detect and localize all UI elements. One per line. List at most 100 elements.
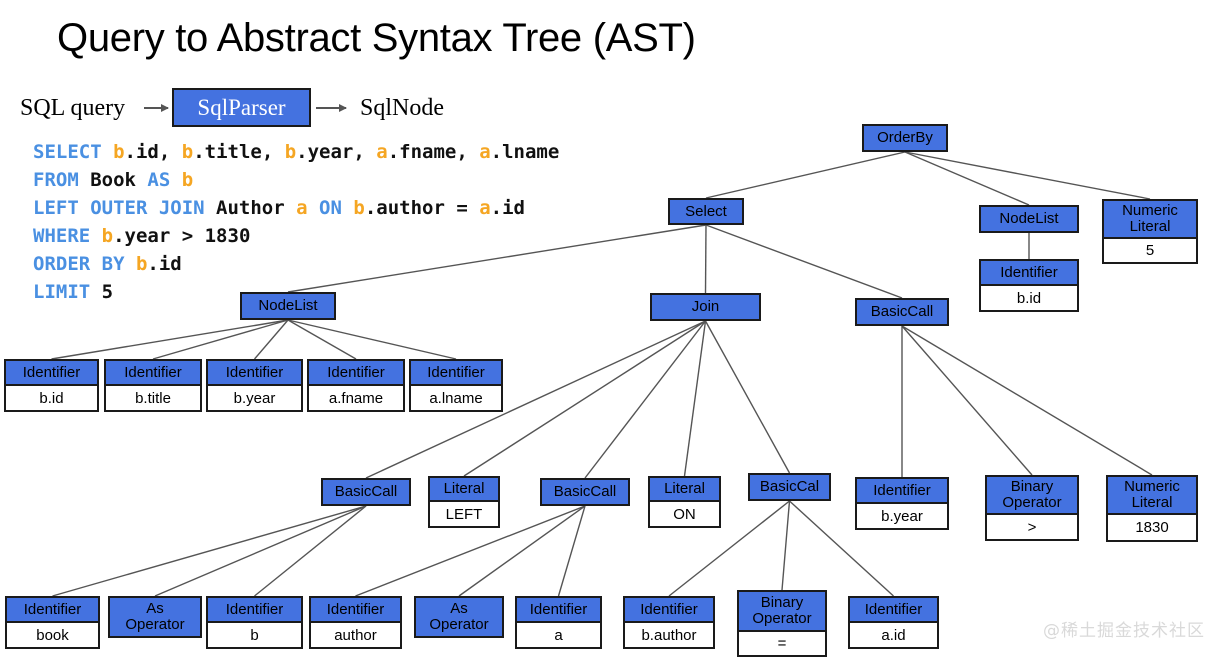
ast-edge-bc_where-binop_gt (901, 325, 1033, 476)
ast-node-value: a.lname (409, 386, 503, 412)
sql-token: WHERE (33, 225, 91, 247)
ast-node-bc_from[interactable]: BasicCall (321, 478, 411, 506)
sql-token: AS (147, 169, 171, 191)
ast-edge-bc_author-as_op2 (458, 505, 586, 597)
ast-edge-nl_select-id_bid (51, 319, 289, 360)
ast-node-label: Join (650, 293, 761, 321)
ast-node-orderby[interactable]: OrderBy (862, 124, 948, 152)
ast-edge-bc_author-id_author (355, 505, 586, 597)
sql-token: b (135, 253, 148, 275)
sql-token: ON (319, 197, 342, 219)
ast-node-value: author (309, 623, 402, 649)
ast-edge-nl_select-id_afname (287, 319, 357, 360)
sql-token: .title, (193, 141, 285, 163)
ast-edge-orderby-nl_order (904, 151, 1030, 206)
ast-edge-join-lit_left (463, 320, 706, 477)
ast-node-value: = (737, 632, 827, 657)
ast-node-nl_order[interactable]: NodeList (979, 205, 1079, 233)
ast-edge-orderby-num5 (904, 151, 1151, 200)
arrow-right-icon-2 (316, 104, 347, 112)
ast-node-label: Identifier (979, 259, 1079, 286)
sqlparser-box[interactable]: SqlParser (172, 88, 311, 127)
ast-node-bc_on[interactable]: BasicCal (748, 473, 831, 501)
ast-node-value: a.fname (307, 386, 405, 412)
sql-token: LIMIT (33, 281, 91, 303)
sql-token: .id (490, 197, 525, 219)
ast-node-label: Literal (428, 476, 500, 502)
ast-node-value: b.id (979, 286, 1079, 312)
sql-token: .year > 1830 (113, 225, 251, 247)
sql-token: a (296, 197, 308, 219)
ast-node-select[interactable]: Select (668, 198, 744, 225)
ast-node-label: BasicCal (748, 473, 831, 501)
ast-edge-bc_from-id_book (52, 505, 367, 597)
page-title: Query to Abstract Syntax Tree (AST) (57, 16, 696, 60)
sql-token: .id (147, 253, 182, 275)
ast-edge-bc_author-id_a (557, 505, 586, 597)
ast-node-nl_select[interactable]: NodeList (240, 292, 336, 320)
sql-token: b (113, 141, 125, 163)
ast-node-label: Identifier (855, 477, 949, 504)
sql-token: .year, (296, 141, 377, 163)
ast-edge-nl_select-id_byear (253, 319, 289, 360)
ast-node-label: Identifier (623, 596, 715, 623)
sql-token: LEFT OUTER JOIN (33, 197, 205, 219)
pipeline-source-label: SQL query (20, 95, 126, 121)
sql-token: .author = (364, 197, 480, 219)
ast-node-value: ON (648, 502, 721, 528)
ast-node-label: Identifier (104, 359, 202, 386)
ast-node-bc_where[interactable]: BasicCall (855, 298, 949, 326)
ast-edge-orderby-select (705, 151, 906, 199)
ast-edge-bc_from-id_b (254, 505, 367, 597)
ast-node-label: BasicCall (540, 478, 630, 506)
sql-token: b (284, 141, 297, 163)
ast-edge-select-nl_select (287, 224, 707, 293)
sql-token: Book (78, 169, 148, 191)
sql-line: WHERE b.year > 1830 (33, 222, 559, 250)
ast-node-label: BasicCall (321, 478, 411, 506)
sql-token: Author (204, 197, 297, 219)
ast-node-join[interactable]: Join (650, 293, 761, 321)
ast-edge-select-join (704, 224, 707, 294)
ast-edge-nl_select-id_btitle (152, 319, 289, 360)
pipeline-output-label: SqlNode (360, 95, 444, 121)
ast-edge-join-bc_on (704, 320, 791, 474)
sql-token: b (181, 169, 194, 191)
ast-node-value: b.title (104, 386, 202, 412)
sql-line: ORDER BY b.id (33, 250, 559, 278)
ast-node-bc_author[interactable]: BasicCall (540, 478, 630, 506)
ast-edge-bc_where-num1830 (901, 325, 1153, 476)
sql-token: a (376, 141, 388, 163)
watermark: @稀土掘金技术社区 (1043, 621, 1205, 641)
sql-token: a (479, 197, 491, 219)
sql-line: FROM Book AS b (33, 166, 559, 194)
sql-token: .fname, (387, 141, 480, 163)
